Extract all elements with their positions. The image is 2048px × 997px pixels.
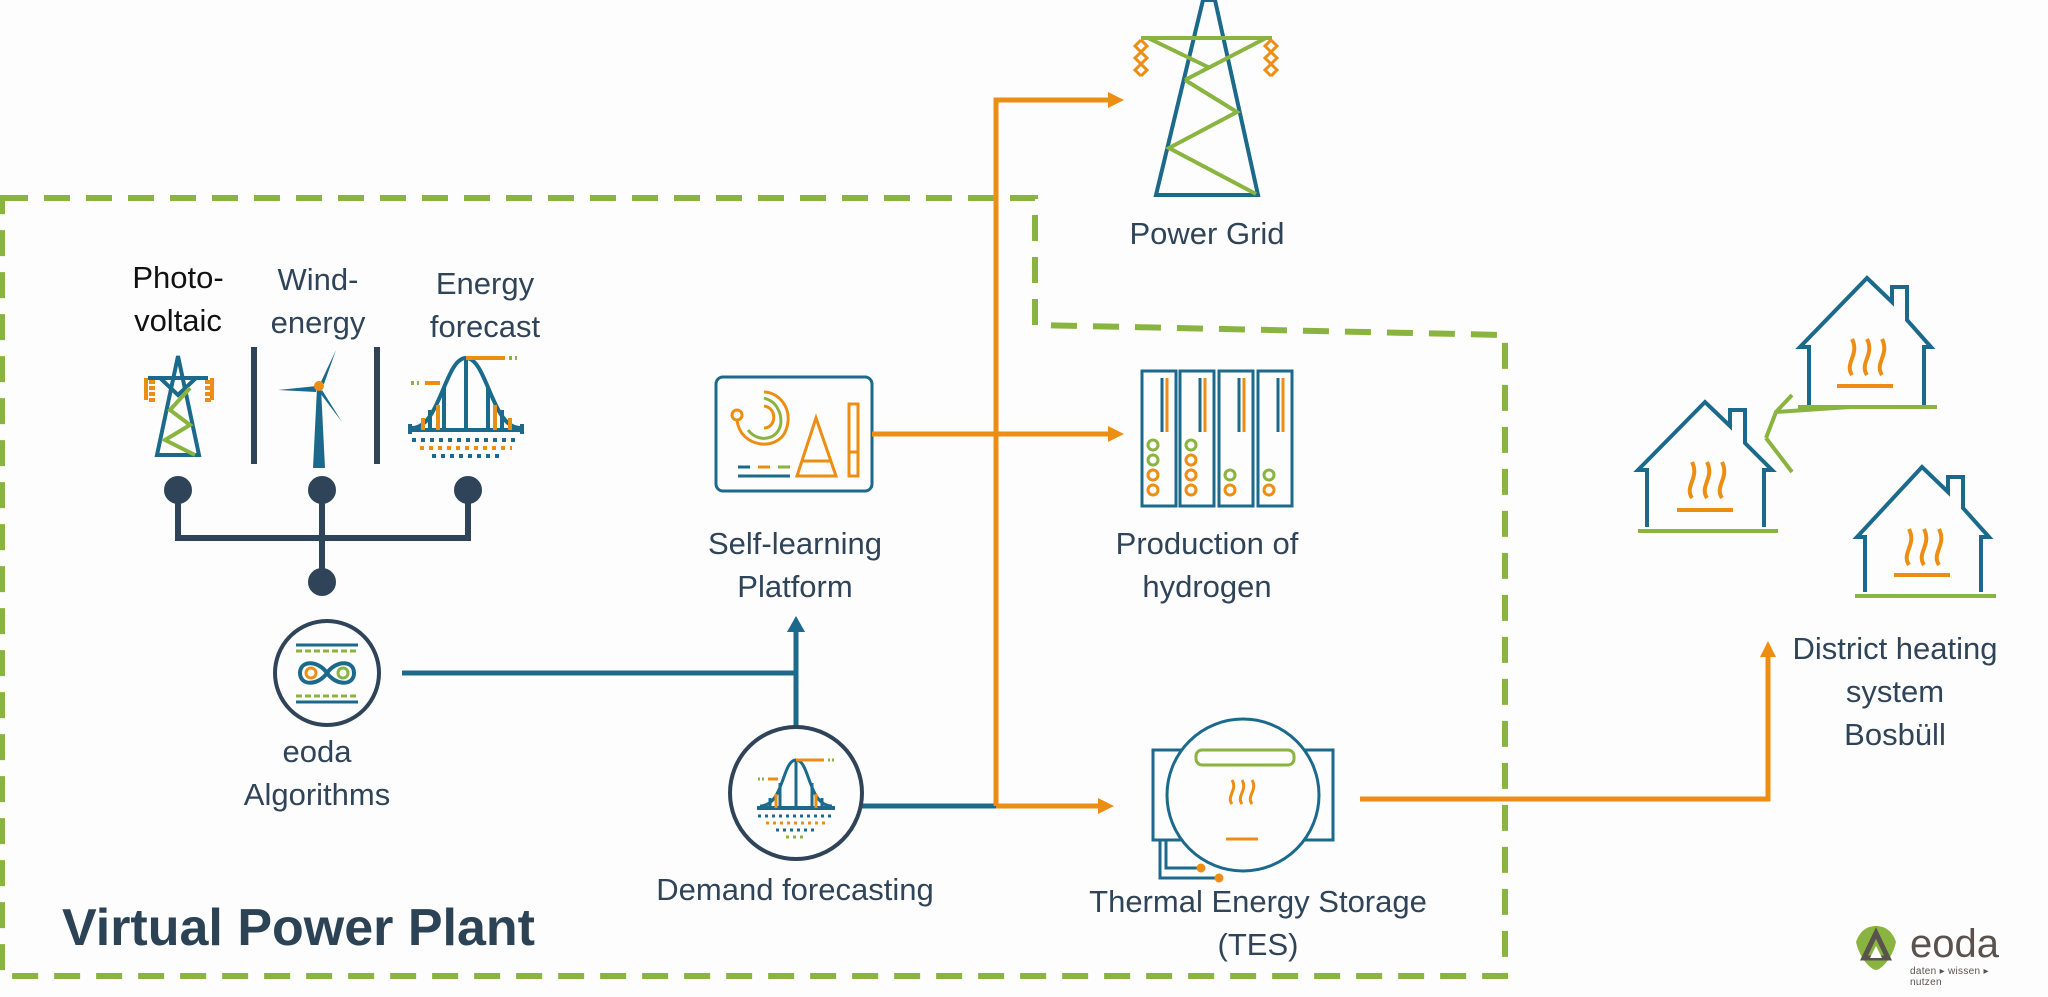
orange-flows [872, 97, 1771, 809]
demand-forecasting-icon [728, 725, 864, 861]
wind-energy-label: Wind- energy [258, 258, 378, 344]
hydrogen-label-line1: Production of [1115, 526, 1299, 561]
demand-forecasting-label: Demand forecasting [656, 872, 934, 907]
ai-dashboard-icon [714, 375, 874, 493]
photovoltaic-label: Photo- voltaic [118, 256, 238, 342]
algorithms-label: eoda Algorithms [217, 730, 417, 816]
thermal-storage-icon [1151, 717, 1335, 883]
district-label-line2: system [1845, 674, 1945, 709]
algorithms-label-line2: Algorithms [243, 777, 391, 812]
energy-forecast-bell-curve-icon [408, 355, 524, 458]
eoda-logo: eoda daten ▸ wissen ▸ nutzen [1852, 922, 2022, 988]
tes-label-line2: (TES) [1217, 927, 1299, 962]
vpp-boundary [0, 195, 1508, 979]
logo-wordmark: eoda [1910, 922, 1999, 966]
platform-label-line2: Platform [737, 569, 853, 604]
hydrogen-label-line2: hydrogen [1142, 569, 1272, 604]
house-icon [1633, 399, 1778, 533]
eoda-logo-icon [1856, 926, 1896, 970]
hydrogen-label: Production of hydrogen [1097, 522, 1317, 608]
photovoltaic-pylon-icon [144, 355, 214, 457]
district-label-line1: District heating [1792, 631, 1998, 666]
district-label-line3: Bosbüll [1844, 717, 1946, 752]
energy-forecast-label: Energy forecast [410, 262, 560, 348]
arrowhead-to-power-grid [1108, 92, 1124, 108]
wind-label-line2: energy [270, 305, 366, 340]
teal-flows [402, 630, 996, 809]
logo-tagline: daten ▸ wissen ▸ nutzen [1910, 966, 1989, 988]
arrowhead-to-hydrogen [1108, 426, 1124, 442]
district-heating-label: District heating system Bosbüll [1775, 627, 2015, 756]
separator-bar [374, 347, 380, 464]
arrowhead-to-district [1760, 641, 1776, 657]
separator-bar [251, 347, 257, 464]
arrowhead-to-platform [787, 616, 805, 632]
power-grid-pylon-icon [1132, 0, 1280, 197]
photovoltaic-label-line1: Photo- [132, 260, 224, 295]
platform-label-line1: Self-learning [707, 526, 883, 561]
algorithms-label-line1: eoda [282, 734, 352, 769]
diagram-title: Virtual Power Plant [62, 899, 535, 957]
house-icon [1795, 275, 1937, 409]
forecast-label-line2: forecast [429, 309, 541, 344]
hydrogen-electrolyzer-icon [1140, 369, 1294, 508]
tes-label: Thermal Energy Storage (TES) [1068, 880, 1448, 966]
house-icon [1852, 464, 1996, 598]
district-heating-houses-icon [1633, 275, 1996, 598]
wind-label-line1: Wind- [277, 262, 359, 297]
arrowhead-to-tes [1098, 798, 1114, 814]
power-grid-label: Power Grid [1129, 216, 1285, 251]
input-connector [164, 476, 482, 596]
tes-label-line1: Thermal Energy Storage [1089, 884, 1427, 919]
platform-label: Self-learning Platform [690, 522, 900, 608]
photovoltaic-label-line2: voltaic [134, 303, 222, 338]
forecast-label-line1: Energy [435, 266, 535, 301]
eoda-algorithms-icon [273, 619, 381, 727]
wind-turbine-icon [278, 350, 342, 468]
